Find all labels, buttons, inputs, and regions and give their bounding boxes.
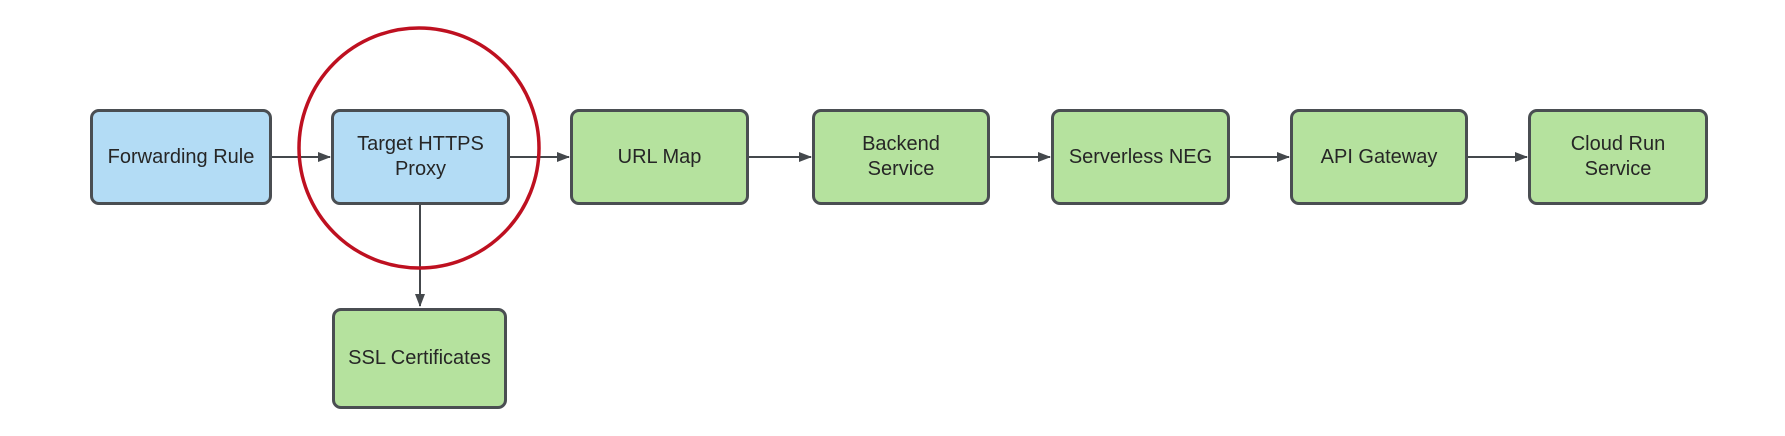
- node-label: API Gateway: [1320, 145, 1438, 168]
- node-label: Target HTTPS Proxy: [357, 133, 484, 180]
- node-label: Serverless NEG: [1068, 145, 1213, 168]
- node-serverless-neg: Serverless NEG: [1051, 109, 1230, 205]
- node-label: Cloud Run Service: [1570, 133, 1666, 180]
- node-cloud-run-service: Cloud Run Service: [1528, 109, 1708, 205]
- node-label: Forwarding Rule: [107, 145, 255, 168]
- node-ssl-certificates: SSL Certificates: [332, 308, 507, 409]
- node-label: SSL Certificates: [348, 347, 491, 369]
- node-api-gateway: API Gateway: [1290, 109, 1468, 205]
- node-url-map: URL Map: [570, 109, 749, 205]
- node-backend-service: Backend Service: [812, 109, 990, 205]
- highlight-circle: [297, 26, 541, 270]
- node-forwarding-rule: Forwarding Rule: [90, 109, 272, 205]
- node-target-https-proxy: Target HTTPS Proxy: [331, 109, 510, 205]
- node-label: Backend Service: [862, 133, 940, 180]
- node-label: URL Map: [617, 145, 702, 168]
